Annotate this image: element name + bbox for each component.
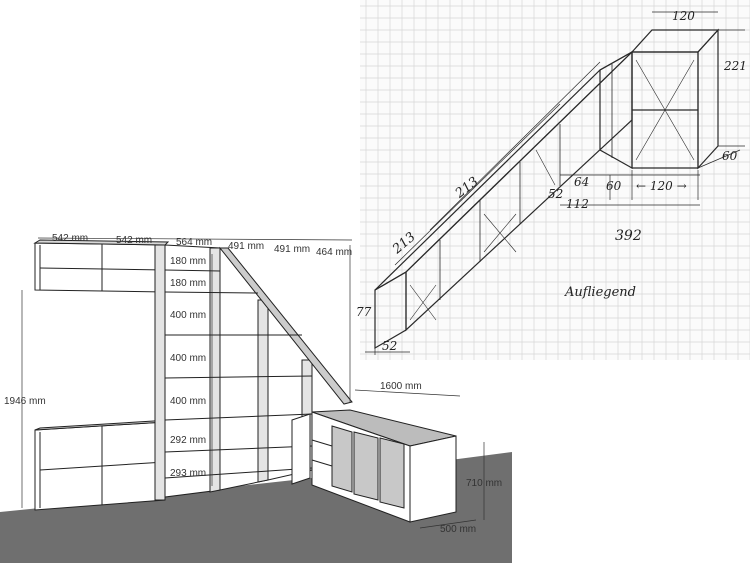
sketch-bottom-width: ← 120 → [636, 179, 687, 193]
sketch-mid-d: 60 [606, 179, 622, 193]
sketch-panel: 120 221 60 213 213 77 52 64 52 112 60 ← … [356, 0, 750, 360]
sketch-mid-a: 64 [574, 175, 589, 189]
height-labels: 180 mm 180 mm 400 mm 400 mm 400 mm 292 m… [170, 256, 206, 479]
dim-height-3: 400 mm [170, 310, 206, 321]
dim-width-2: 542 mm [116, 235, 152, 246]
sketch-top-depth: 60 [722, 149, 738, 163]
dim-width-6: 464 mm [316, 247, 352, 258]
sketch-mid-c: 112 [566, 197, 589, 211]
dim-width-4: 491 mm [228, 241, 264, 252]
dim-height-1: 180 mm [170, 256, 206, 267]
dim-width-5: 491 mm [274, 244, 310, 255]
width-labels: 542 mm 542 mm 564 mm 491 mm 491 mm 464 m… [52, 233, 352, 258]
sketch-lines [365, 11, 745, 355]
dim-height-2: 180 mm [170, 278, 206, 289]
dim-height-7: 293 mm [170, 468, 206, 479]
shelving-unit [33, 239, 457, 523]
dim-height-4: 400 mm [170, 353, 206, 364]
dim-total-height: 1946 mm [4, 396, 46, 407]
sketch-mid-b: 52 [548, 187, 563, 201]
dimension-lines [21, 237, 485, 529]
sketch-bottom-left: 52 [382, 339, 397, 353]
sketch-top-height: 221 [723, 59, 747, 73]
dim-cabinet-length: 1600 mm [380, 381, 422, 392]
sketch-total: 392 [615, 228, 642, 244]
sketch-left-height: 77 [356, 305, 372, 319]
render-panel: 542 mm 542 mm 564 mm 491 mm 491 mm 464 m… [0, 233, 512, 563]
sketch-top-width: 120 [672, 9, 695, 23]
dim-cabinet-depth: 500 mm [440, 524, 476, 535]
dim-width-1: 542 mm [52, 233, 88, 244]
dim-height-5: 400 mm [170, 396, 206, 407]
sketch-note: Aufliegend [564, 285, 636, 300]
dim-cabinet-height: 710 mm [466, 478, 502, 489]
dim-height-6: 292 mm [170, 435, 206, 446]
dim-width-3: 564 mm [176, 237, 212, 248]
